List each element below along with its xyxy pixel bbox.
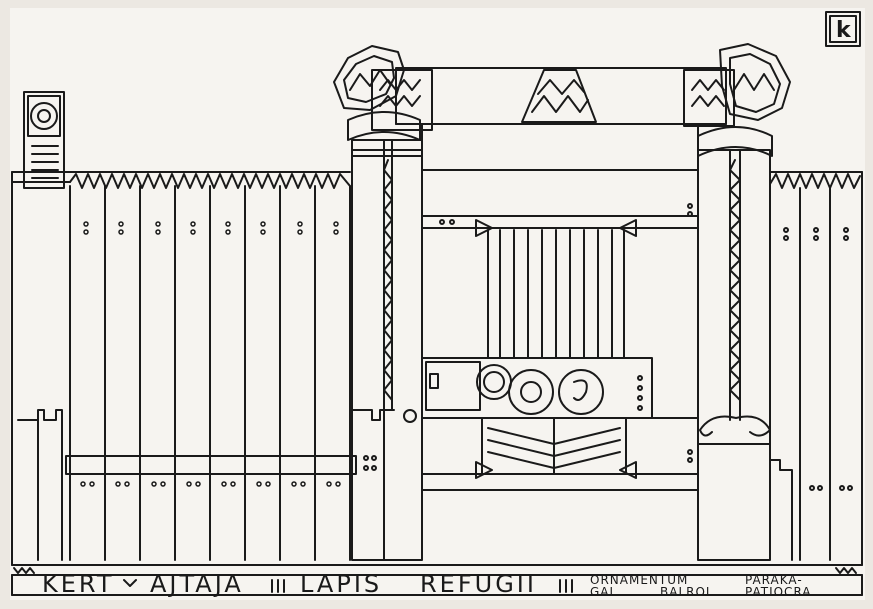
paper [10, 8, 865, 600]
monogram-letter: k [836, 18, 852, 43]
gate-door-panel [421, 357, 699, 491]
caption-balrol: BALROL [660, 585, 714, 599]
fence-dots-lower [80, 481, 341, 487]
caption-patiocra: PATIOCRA [745, 585, 812, 599]
gate-pillar-left [351, 139, 423, 561]
left-ornament-post [23, 91, 65, 189]
fence-planks-left [17, 185, 357, 561]
capital-ornament-left [333, 45, 433, 141]
caption-ornamentum: ORNAMENTUM [590, 573, 688, 587]
caption-paraka: PARAKA- [745, 573, 803, 587]
caption-refugii: REFUGII [420, 570, 537, 598]
gate-bars [475, 219, 637, 359]
caption-kert: KERT [42, 570, 115, 598]
caption-lapis: LAPIS [300, 570, 382, 598]
gate-pillar-right [687, 149, 793, 561]
fence-zigzag-left [69, 173, 351, 189]
outer-frame [11, 171, 863, 596]
capital-ornament-right [683, 43, 791, 157]
caption-gal: GAL [590, 585, 617, 599]
caption: KERT AJTAJA LAPIS REFUGII ORNAMENTUM GAL… [42, 570, 812, 599]
caption-ajtaja: AJTAJA [150, 570, 244, 598]
fence-right [769, 171, 863, 561]
fence-dots-upper [83, 221, 339, 235]
monogram-box: k [825, 11, 861, 47]
